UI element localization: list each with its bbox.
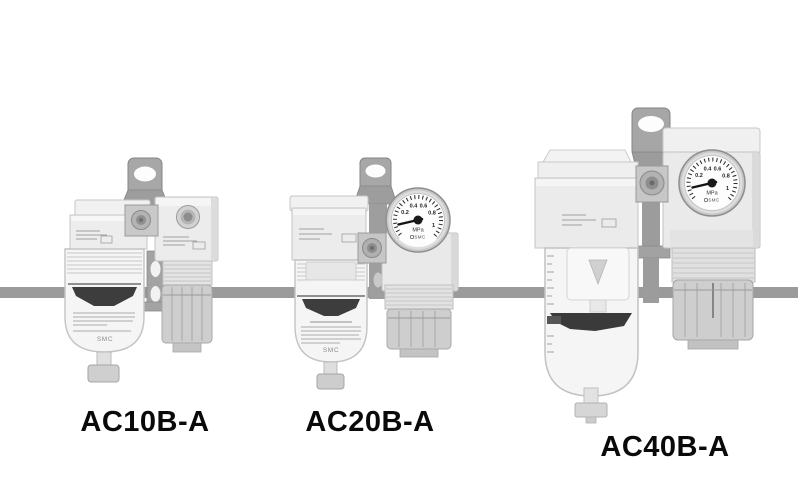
regulator-knob	[672, 279, 754, 350]
gauge-tick-label: 0.4	[410, 204, 419, 210]
gauge-unit-label: MPa	[706, 191, 718, 197]
gauge-tick-label: 0.8	[722, 174, 730, 180]
air-filter: SMC	[289, 195, 369, 390]
gauge-brand-label: SMC	[414, 235, 426, 240]
gauge-tick-label: 1	[432, 223, 435, 229]
gauge-tick-label: 1	[726, 186, 729, 192]
gauge-tick-label: 0.8	[428, 211, 436, 217]
filter-bowl: SMC	[294, 259, 368, 363]
gauge-hub	[707, 178, 717, 188]
product-unit-ac20b-a: SMC 0.2 0.4 0.6 0.8 1	[289, 157, 459, 390]
filter-label	[76, 230, 113, 244]
bowl-baffle	[72, 287, 137, 306]
caption-ac40b-a: AC40B-A	[600, 431, 730, 463]
gauge-scale-labels: 0.2 0.4 0.6 0.8 1	[695, 167, 730, 193]
brand-logo-icon	[409, 234, 415, 240]
regulator-neck	[384, 284, 454, 310]
brand-logo-icon	[703, 197, 709, 203]
bowl-ribs	[67, 252, 142, 274]
filter-bowl: SMC	[64, 248, 145, 353]
bowl-level-scale	[547, 255, 554, 353]
filter-label	[299, 228, 357, 243]
caption-ac10b-a: AC10B-A	[80, 406, 210, 438]
regulator-label	[163, 236, 206, 250]
bowl-baffle	[550, 313, 632, 331]
spacer-clamp	[357, 232, 387, 264]
drain-knob	[316, 373, 345, 390]
filter-bowl	[544, 247, 639, 397]
drain-knob	[574, 402, 608, 418]
regulator-knob	[161, 284, 213, 353]
gauge-brand-label: SMC	[708, 198, 720, 203]
pressure-gauge: 0.2 0.4 0.6 0.8 1 MPa SMC	[678, 149, 746, 217]
bowl-baffle	[302, 299, 360, 316]
drain-valve	[574, 387, 608, 424]
bowl-warning-text-lines	[73, 312, 135, 332]
gauge-tick-label: 0.2	[695, 173, 703, 179]
bracket-hole	[134, 166, 156, 182]
gauge-unit-label: MPa	[412, 228, 424, 234]
regulator-neck	[671, 247, 756, 283]
bowl-level-mark	[547, 316, 561, 324]
gauge-tick-label: 0.6	[420, 204, 428, 210]
gauge-ticks	[686, 157, 738, 209]
bowl-warning-text-lines	[301, 321, 361, 344]
regulator-knob	[386, 308, 452, 358]
gauge-ticks	[393, 195, 443, 245]
drain-knob	[87, 364, 120, 383]
regulator	[154, 196, 219, 353]
spacer-clamp	[124, 204, 159, 237]
bowl-brand-mark: SMC	[323, 347, 339, 354]
gauge-scale-labels: 0.2 0.4 0.6 0.8 1	[401, 204, 436, 230]
bowl-brand-mark: SMC	[97, 336, 113, 343]
spacer-clamp	[635, 165, 669, 203]
arrow-down-icon	[588, 259, 608, 286]
caption-ac20b-a: AC20B-A	[305, 406, 435, 438]
air-filter	[534, 149, 639, 424]
air-filter: SMC	[64, 199, 151, 383]
product-unit-ac40b-a: 0.2 0.4 0.6 0.8 1 MPa SMC	[534, 107, 761, 424]
drain-valve	[316, 361, 345, 390]
gauge-tick-label: 0.4	[704, 167, 713, 173]
drain-valve	[87, 351, 120, 383]
bracket-hole	[365, 164, 386, 178]
filter-label	[562, 214, 617, 228]
gauge-tick-label: 0.2	[401, 210, 409, 216]
regulator-neck	[162, 260, 213, 286]
gauge-tick-label: 0.6	[714, 167, 722, 173]
product-unit-ac10b-a: SMC	[64, 157, 219, 383]
gauge-hub	[413, 215, 423, 225]
bracket-hole	[638, 116, 664, 132]
pressure-gauge: 0.2 0.4 0.6 0.8 1 MPa SMC	[385, 187, 451, 253]
